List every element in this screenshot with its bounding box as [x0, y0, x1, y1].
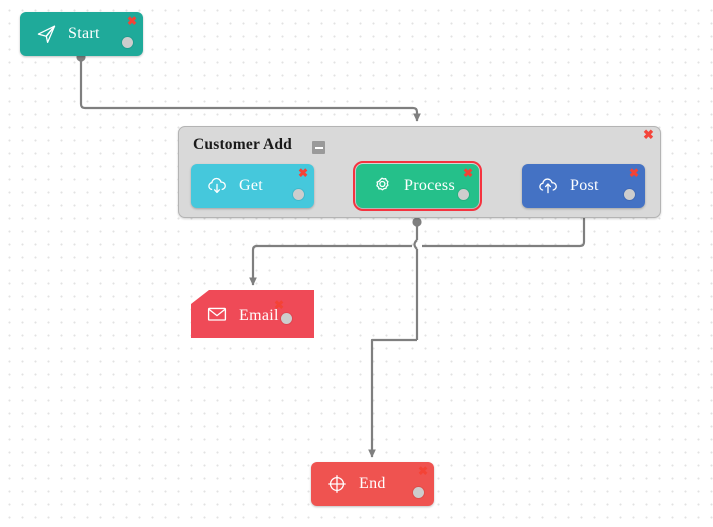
node-label: Email [239, 307, 279, 324]
gear-icon [370, 174, 394, 198]
close-icon[interactable]: ✖ [418, 464, 429, 478]
close-icon[interactable]: ✖ [629, 166, 640, 180]
edge-process-to-end [412, 217, 422, 340]
close-icon[interactable]: ✖ [298, 166, 309, 180]
cloud-download-icon [205, 174, 229, 198]
node-end[interactable]: End ✖ [311, 462, 434, 506]
close-icon[interactable]: ✖ [463, 166, 474, 180]
output-port[interactable] [413, 487, 424, 498]
node-label: Post [570, 177, 599, 194]
envelope-icon [205, 302, 229, 326]
node-label: Process [404, 177, 455, 194]
close-icon[interactable]: ✖ [127, 14, 138, 28]
output-port[interactable] [122, 37, 133, 48]
crosshair-icon [325, 472, 349, 496]
node-post[interactable]: Post ✖ [522, 164, 645, 208]
node-email[interactable]: Email ✖ [191, 290, 314, 338]
edge-start-to-group [76, 52, 421, 122]
group-close-icon[interactable]: ✖ [643, 127, 654, 142]
edge-to-end [368, 338, 417, 458]
paper-plane-icon [34, 22, 58, 46]
node-label: Get [239, 177, 264, 194]
output-port[interactable] [281, 313, 292, 324]
output-port[interactable] [458, 189, 469, 200]
output-port[interactable] [624, 189, 635, 200]
close-icon[interactable]: ✖ [274, 298, 285, 312]
group-title: Customer Add [193, 136, 293, 153]
node-get[interactable]: Get ✖ [191, 164, 314, 208]
node-start[interactable]: Start ✖ [20, 12, 143, 56]
cloud-upload-icon [536, 174, 560, 198]
node-process[interactable]: Process ✖ [353, 161, 482, 211]
node-label: End [359, 475, 386, 492]
group-collapse-button[interactable] [312, 141, 325, 154]
node-label: Start [68, 25, 100, 42]
output-port[interactable] [293, 189, 304, 200]
